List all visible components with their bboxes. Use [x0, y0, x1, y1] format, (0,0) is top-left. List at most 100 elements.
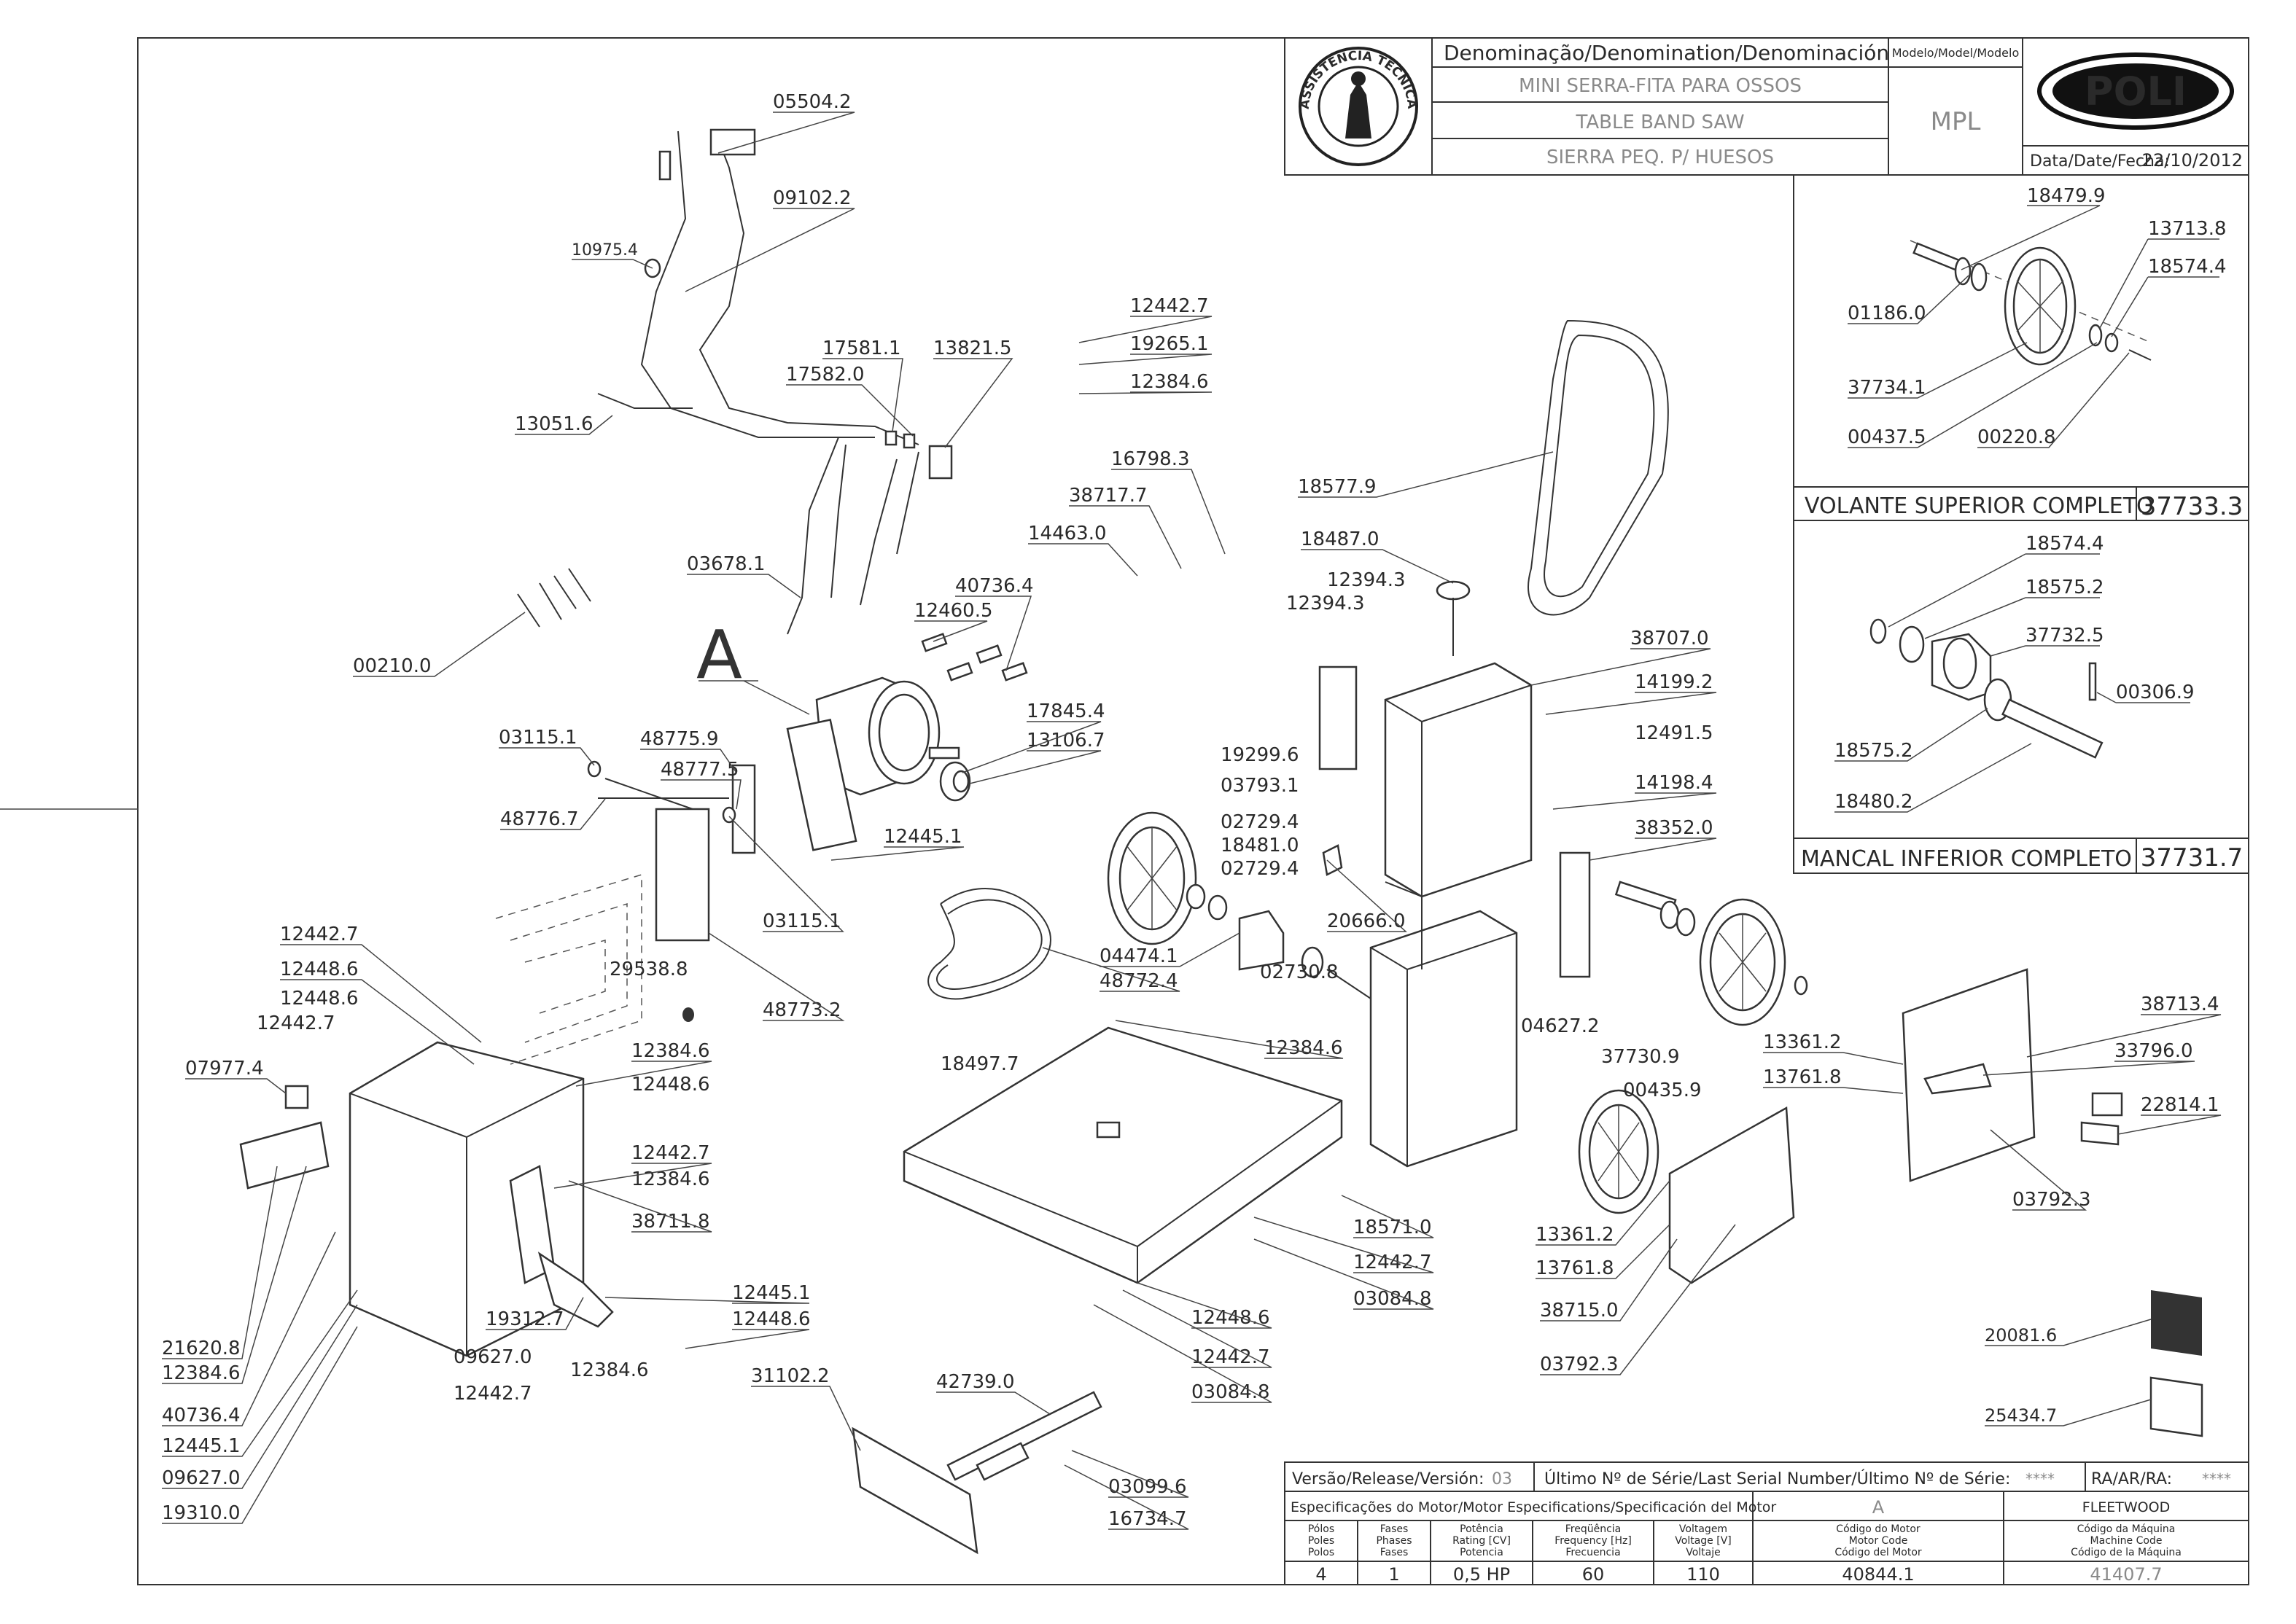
- part-label: 18574.4: [2025, 533, 2104, 555]
- part-label: 12442.7: [280, 924, 359, 945]
- col-head: Machine Code: [2090, 1535, 2163, 1547]
- part-label: 12491.5: [1635, 722, 1713, 744]
- col-head: Pólos: [1308, 1523, 1334, 1535]
- part-label: 13051.6: [515, 413, 594, 435]
- svg-text:ASSISTÊNCIA TÉCNICA AUTORIZADA: ASSISTÊNCIA TÉCNICA AUTORIZADA: [0, 0, 1419, 110]
- part-label: 00437.5: [1848, 426, 1926, 448]
- poli-logo: POLI: [2037, 52, 2234, 130]
- part-label: 03678.1: [687, 553, 766, 575]
- authorized-service-seal: ASSISTÊNCIA TÉCNICA AUTORIZADA: [0, 0, 1419, 166]
- part-label: 02730.8: [1260, 961, 1339, 983]
- part-label: 18479.9: [2027, 185, 2106, 207]
- name-en: TABLE BAND SAW: [1575, 112, 1744, 133]
- part-label: 17581.1: [822, 337, 901, 359]
- part-label: 02729.4: [1221, 811, 1299, 833]
- part-label: 40736.4: [955, 575, 1034, 597]
- part-label: 03099.6: [1108, 1476, 1187, 1498]
- part-label: 12448.6: [280, 988, 359, 1010]
- part-label: 10975.4: [572, 241, 638, 259]
- version-value: 03: [1492, 1470, 1512, 1488]
- callout-letter: A: [696, 616, 742, 694]
- part-label: 13106.7: [1027, 730, 1105, 752]
- part-label: 12448.6: [631, 1074, 710, 1096]
- part-label: 21620.8: [162, 1338, 241, 1359]
- part-label: 18571.0: [1353, 1217, 1432, 1238]
- part-label: 13361.2: [1536, 1224, 1614, 1246]
- part-label: 29538.8: [610, 959, 688, 980]
- part-label: 38717.7: [1069, 485, 1148, 507]
- part-label: 17582.0: [786, 364, 865, 386]
- part-label: 37730.9: [1601, 1046, 1680, 1068]
- col-head: Phases: [1376, 1535, 1412, 1547]
- part-label: 31102.2: [751, 1365, 830, 1387]
- part-label: 19299.6: [1221, 744, 1299, 766]
- spec-values: 4 1 0,5 HP 60 110 40844.1 41407.7: [1315, 1564, 2162, 1585]
- part-label: 13821.5: [933, 337, 1012, 359]
- lower-inset-code: 37731.7: [2141, 843, 2244, 872]
- part-label: 12445.1: [884, 826, 962, 848]
- part-label: 00306.9: [2116, 682, 2195, 703]
- col-head: Código da Máquina: [2077, 1523, 2176, 1535]
- part-label: 12384.6: [1264, 1037, 1343, 1059]
- col-head: Código do Motor: [1836, 1523, 1921, 1535]
- motor-spec-table: Versão/Release/Versión: 03 Último Nº de …: [1284, 1461, 2249, 1585]
- part-label: 04627.2: [1521, 1015, 1600, 1037]
- part-label: 14199.2: [1635, 671, 1713, 693]
- part-label: 04474.1: [1100, 945, 1178, 967]
- part-label: 12394.3: [1327, 569, 1406, 591]
- part-label: 18487.0: [1301, 528, 1379, 550]
- part-label: 18481.0: [1221, 835, 1299, 856]
- part-label: 02729.4: [1221, 858, 1299, 880]
- lower-inset-title: MANCAL INFERIOR COMPLETO: [1801, 846, 2132, 872]
- part-label: 48772.4: [1100, 970, 1178, 992]
- part-label: 14463.0: [1028, 523, 1107, 544]
- seal-text: ASSISTÊNCIA TÉCNICA AUTORIZADA: [0, 0, 1419, 110]
- part-labels: 05504.2 09102.2 10975.4 13051.6 17581.1 …: [162, 91, 2219, 1530]
- part-label: 16734.7: [1108, 1508, 1187, 1530]
- part-label: 20666.0: [1327, 910, 1406, 932]
- upper-inset-labels: 18479.9 13713.8 18574.4 01186.0 37734.1 …: [1848, 185, 2227, 448]
- date-label: Data/Date/Fecha:: [2030, 152, 2170, 171]
- part-label: 33796.0: [2114, 1040, 2193, 1062]
- part-label: 19312.7: [486, 1308, 564, 1330]
- spec-motor-code: 40844.1: [1842, 1564, 1914, 1585]
- motor-letter: A: [1872, 1497, 1885, 1518]
- serial-label: Último Nº de Série/Last Serial Number/Úl…: [1544, 1469, 2010, 1488]
- part-label: 00210.0: [353, 655, 432, 677]
- part-label: 03792.3: [1540, 1354, 1619, 1375]
- version-label: Versão/Release/Versión:: [1292, 1470, 1484, 1488]
- col-head: Freqüência: [1565, 1523, 1622, 1535]
- part-label: 12384.6: [631, 1168, 710, 1190]
- part-label: 13761.8: [1536, 1257, 1614, 1279]
- part-label: 13713.8: [2148, 218, 2227, 240]
- col-head: Código de la Máquina: [2071, 1547, 2182, 1558]
- part-label: 12384.6: [570, 1359, 649, 1381]
- col-head: Potencia: [1460, 1547, 1503, 1558]
- part-label: 12442.7: [257, 1012, 335, 1034]
- part-label: 03115.1: [763, 910, 841, 932]
- col-head: Fases: [1380, 1523, 1409, 1535]
- part-label: 40736.4: [162, 1405, 241, 1426]
- name-pt: MINI SERRA-FITA PARA OSSOS: [1519, 75, 1802, 97]
- part-label: 12384.6: [162, 1362, 241, 1384]
- part-label: 16798.3: [1111, 448, 1190, 470]
- part-label: 19265.1: [1130, 333, 1209, 355]
- part-label: 03084.8: [1353, 1288, 1432, 1310]
- serial-value: ****: [2025, 1470, 2055, 1488]
- ra-label: RA/AR/RA:: [2091, 1470, 2172, 1488]
- manufacturer: FLEETWOOD: [2082, 1499, 2170, 1515]
- part-label: 48773.2: [763, 999, 841, 1021]
- part-label: 48776.7: [500, 808, 579, 830]
- part-label: 18575.2: [1834, 740, 1913, 762]
- denomination-label: Denominação/Denomination/Denominación: [1444, 41, 1889, 65]
- part-label: 42739.0: [936, 1371, 1015, 1393]
- part-label: 12460.5: [914, 600, 993, 622]
- col-head: Motor Code: [1849, 1535, 1908, 1547]
- part-label: 48777.5: [661, 759, 739, 781]
- part-label: 12448.6: [732, 1308, 811, 1330]
- part-label: 25434.7: [1985, 1405, 2057, 1426]
- col-head: Voltaje: [1686, 1547, 1721, 1558]
- part-label: 07977.4: [185, 1058, 264, 1080]
- part-label: 18480.2: [1834, 791, 1913, 813]
- part-label: 38713.4: [2141, 993, 2219, 1015]
